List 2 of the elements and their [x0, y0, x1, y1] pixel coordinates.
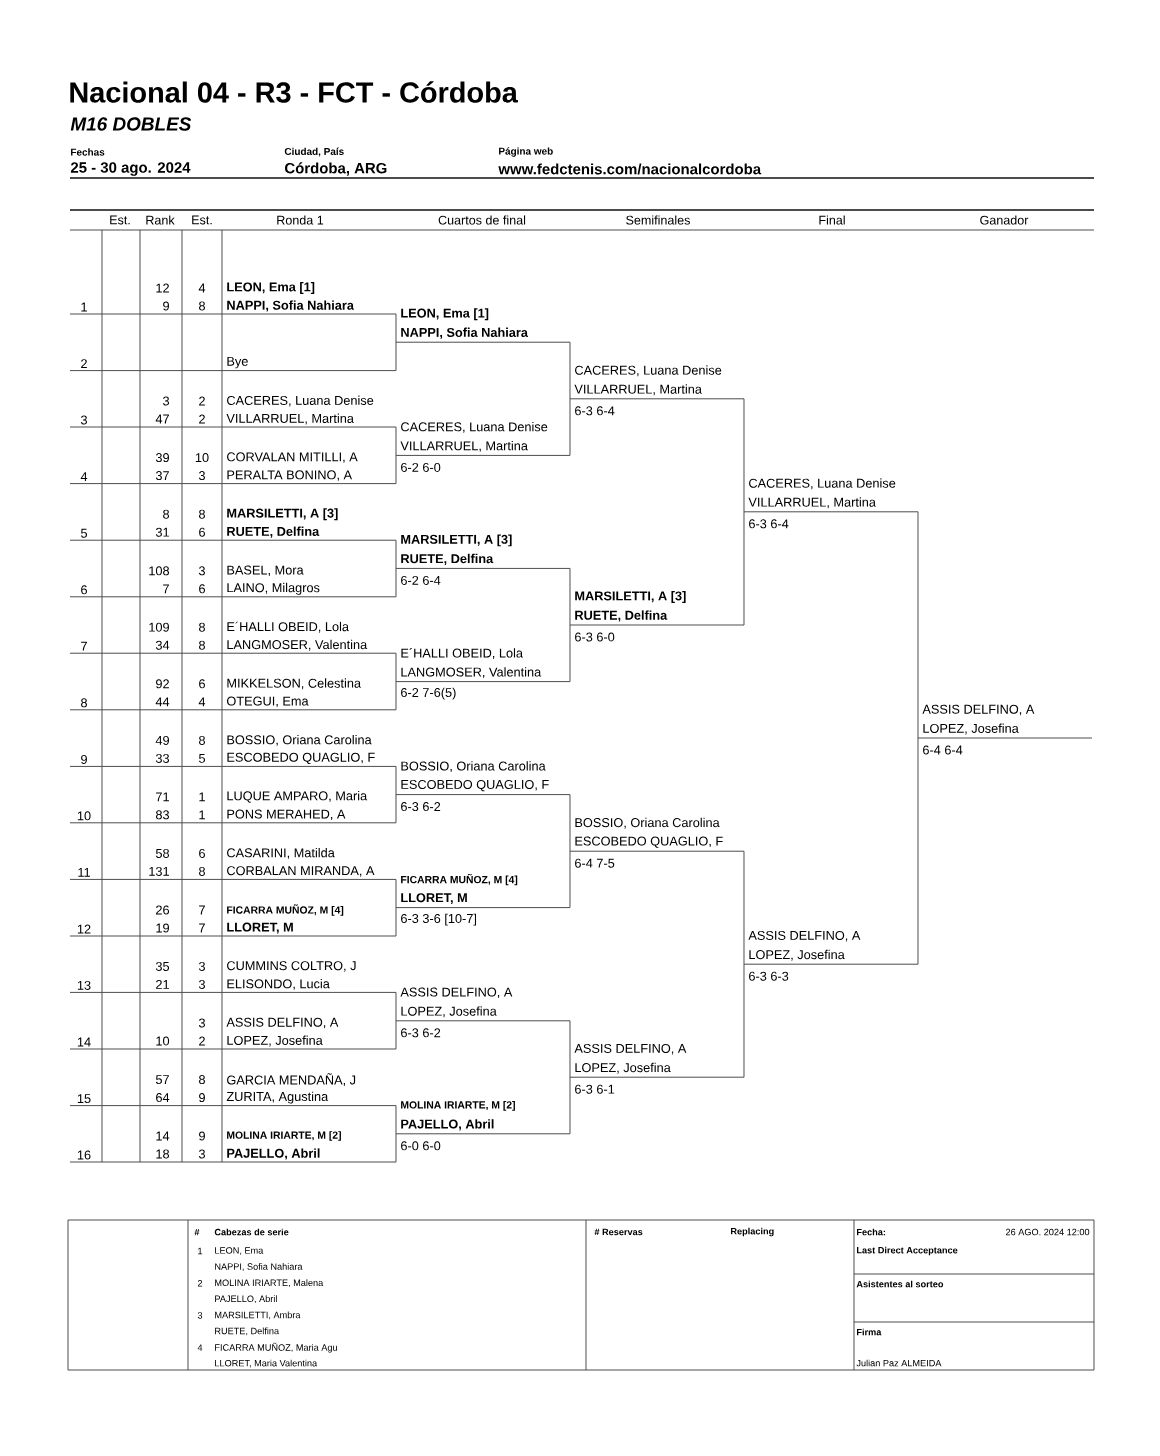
title: Nacional 04 - R3 - FCT - Córdoba — [70, 81, 518, 103]
subtitle: M16 DOBLES — [70, 117, 192, 131]
